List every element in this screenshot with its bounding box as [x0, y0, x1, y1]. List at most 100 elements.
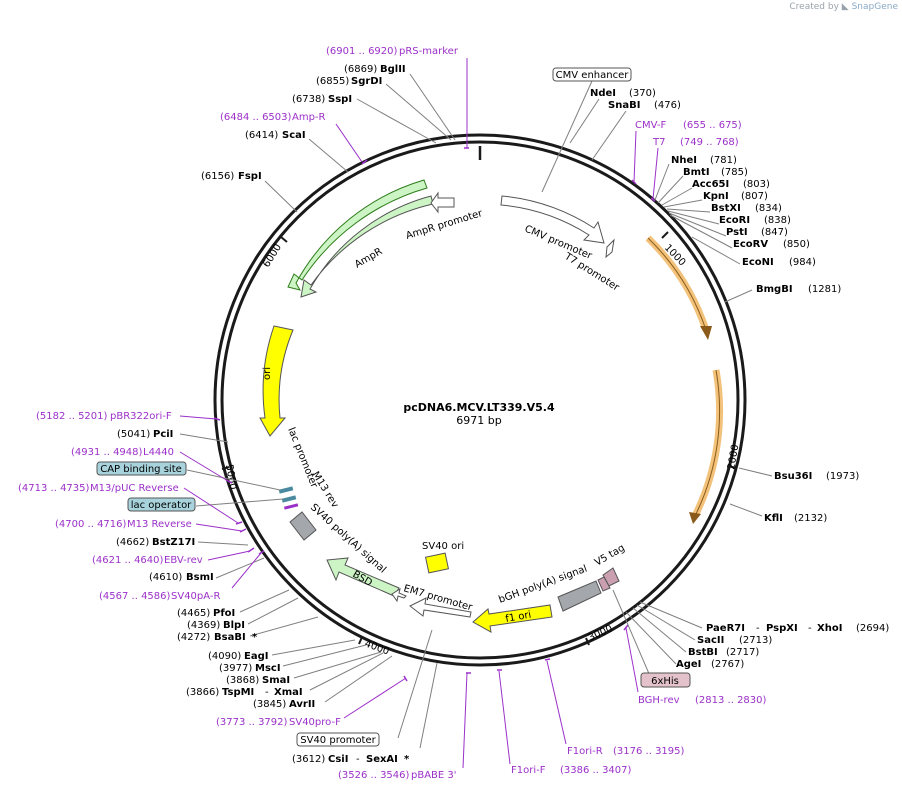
leader-psti	[668, 212, 727, 237]
sv40-promoter-box	[296, 732, 380, 747]
f1-ori-label: f1 ori	[505, 610, 533, 625]
site-sacii-name: SacII	[697, 635, 724, 646]
primer-pbr322-name: pBR322ori-F	[110, 411, 172, 422]
leader-acc65i	[661, 187, 693, 206]
site-psti-name: PstI	[726, 227, 748, 238]
site-sacii-pos: (2713)	[739, 635, 772, 646]
leader-bstxi	[666, 208, 711, 213]
ori-arrow	[259, 325, 294, 437]
site-msci-pos: (3977)	[219, 663, 252, 674]
site-sgrdi-name: SgrDI	[351, 76, 382, 87]
ampr-feature	[287, 179, 428, 291]
site-dash-3: -	[356, 754, 360, 765]
site-fspi-name: FspI	[238, 171, 262, 182]
tick-label-2000: 2000	[726, 444, 741, 471]
leader-blpi	[247, 597, 299, 625]
sv40-ori-arrow	[409, 597, 472, 618]
leader-scai	[308, 138, 349, 173]
sv40-polya-label: SV40 poly(A) signal	[308, 502, 388, 576]
leader-avrii	[324, 655, 393, 703]
cap-binding-site-box	[96, 461, 187, 476]
leader-lac-operator	[195, 498, 284, 507]
leader-f1ori-r	[546, 660, 567, 745]
site-ndei-name: NdeI	[590, 88, 616, 99]
site-bmgbi-pos: (1281)	[808, 284, 841, 295]
leader-kfli	[729, 503, 763, 517]
cmv-enhancer-box	[552, 67, 632, 82]
primer-pbabe-name: pBABE 3'	[411, 770, 457, 781]
site-bsmi-pos: (4610)	[149, 572, 182, 583]
primer-pbabe-range: (3526 .. 3546)	[338, 770, 410, 781]
site-msci-name: MscI	[255, 663, 281, 674]
site-bstxi-name: BstXI	[711, 203, 741, 214]
primer-sv40pa-name: SV40pA-R	[171, 591, 220, 602]
site-econi-name: EcoNI	[742, 257, 774, 268]
leader-bmgbi	[724, 289, 753, 303]
cap-binding-site-label: CAP binding site	[100, 464, 182, 475]
leader-smai	[293, 651, 382, 679]
leader-snabi	[591, 110, 627, 161]
primer-prs-name: pRS-marker	[399, 46, 459, 57]
site-avrii-pos: (3845)	[253, 699, 286, 710]
six-his-box	[640, 672, 691, 688]
site-tspmi-pos: (3866)	[186, 687, 219, 698]
site-bstbi-name: BstBI	[688, 647, 718, 658]
site-pspxi-name: PspXI	[766, 623, 798, 634]
ampr-promoter-label: AmpR promoter	[405, 208, 485, 242]
leader-bstz17i	[197, 541, 249, 546]
primer-l4440-name: L4440	[143, 447, 174, 458]
cap-site-feature	[278, 486, 294, 494]
site-econi-pos: (984)	[789, 257, 816, 268]
site-snabi-pos: (476)	[654, 100, 681, 111]
site-sspi-pos: (6738)	[292, 94, 325, 105]
site-sexai-star: *	[404, 754, 410, 765]
site-ecori-name: EcoRI	[719, 215, 750, 226]
site-dash-4: -	[265, 687, 269, 698]
site-bstxi-pos: (834)	[755, 203, 782, 214]
tick-4000	[358, 636, 363, 645]
site-bsu36i-name: Bsu36I	[774, 471, 812, 482]
ampr-label: AmpR	[353, 246, 384, 270]
snapgene-branding[interactable]: Created by ◣ SnapGene	[789, 2, 898, 12]
site-kpni-pos: (807)	[741, 191, 768, 202]
site-pfoi-pos: (4465)	[177, 608, 210, 619]
site-agei-pos: (2767)	[711, 659, 744, 670]
primer-marker-bgh	[623, 624, 629, 631]
site-bstz17i-pos: (4662)	[116, 537, 149, 548]
site-sgrdi-pos: (6855)	[316, 76, 349, 87]
tick-5000	[221, 466, 230, 470]
his-tag-feature	[597, 576, 611, 592]
site-ecori-pos: (838)	[764, 215, 791, 226]
leader-eagi	[271, 639, 356, 656]
leader-sv40pa-r	[231, 552, 262, 589]
ampr-arrow	[300, 195, 434, 298]
primer-marker-f1r	[544, 658, 551, 661]
leader-agei	[625, 611, 677, 665]
site-kfli-name: KflI	[764, 513, 783, 524]
primer-marker-pbr322	[213, 417, 221, 421]
plasmid-name: pcDNA6.MCV.LT339.V5.4	[403, 401, 555, 414]
tick-label-5000: 5000	[223, 464, 238, 491]
snapgene-logo-icon: ◣	[841, 2, 849, 12]
leader-pfoi	[239, 589, 290, 613]
leader-bglii	[409, 73, 456, 141]
primer-marker-ampr	[361, 159, 368, 165]
cds-arc-2-edge	[694, 369, 721, 517]
leader-cmv-enhancer	[541, 80, 593, 193]
primer-ampr-range: (6484 .. 6503)	[220, 112, 292, 123]
leader-xhoi	[639, 601, 703, 629]
f1-ori-arrow	[472, 604, 553, 633]
sv40-promoter-label: SV40 promoter	[300, 735, 376, 746]
site-bmti-pos: (785)	[721, 167, 748, 178]
primer-f1f-name: F1ori-F	[511, 765, 546, 776]
site-snabi-name: SnaBI	[608, 100, 640, 111]
leader-msci	[282, 644, 367, 667]
primer-sv40pa-range: (4567 .. 4586)	[99, 591, 171, 602]
sv40-ori-feature	[424, 552, 450, 574]
primer-t7-range: (749 .. 768)	[680, 137, 739, 148]
site-kfli-pos: (2132)	[794, 513, 827, 524]
primer-pbr322-range: (5182 .. 5201)	[36, 411, 108, 422]
t7-promoter-label: T7 promoter	[562, 251, 622, 294]
ori-label: ori	[262, 367, 273, 380]
